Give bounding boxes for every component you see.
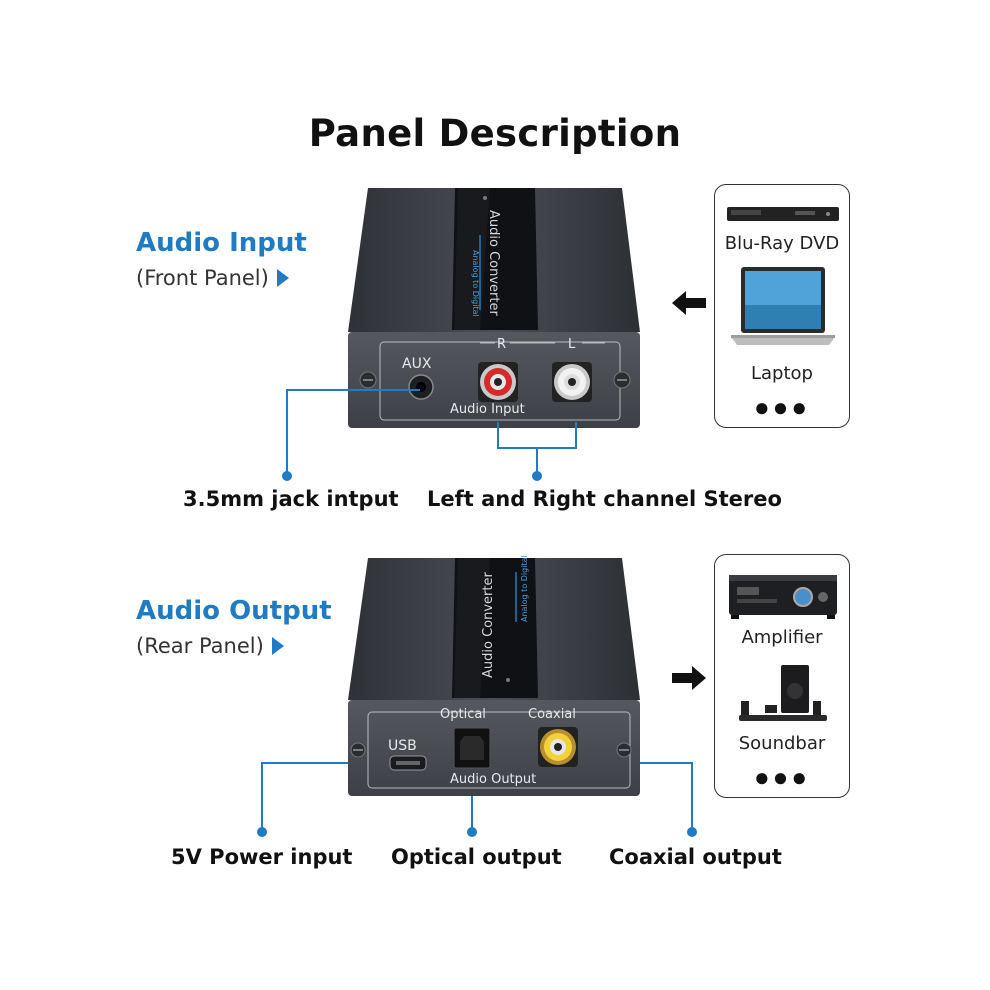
laptop-icon bbox=[731, 267, 835, 345]
amplifier-icon bbox=[729, 575, 837, 619]
source-item-bluray: Blu-Ray DVD bbox=[724, 233, 840, 254]
coaxial-output-callout: Coaxial output bbox=[609, 845, 782, 869]
screw-right-icon bbox=[616, 742, 632, 758]
more-sources-icon: ●●● bbox=[753, 392, 811, 422]
target-item-amplifier: Amplifier bbox=[741, 627, 823, 648]
device-subname-label: Analog to Digital bbox=[471, 250, 480, 317]
soundbar-icon bbox=[739, 665, 827, 721]
optical-port-label: Optical bbox=[440, 707, 486, 722]
rca-white-jack-icon bbox=[552, 362, 592, 402]
jack-input-callout: 3.5mm jack intput bbox=[183, 487, 399, 511]
input-section-title: Audio Input bbox=[136, 228, 307, 258]
output-section-title: Audio Output bbox=[136, 596, 332, 626]
usb-port-label: USB bbox=[388, 738, 417, 754]
more-targets-icon: ●●● bbox=[753, 762, 811, 792]
device-subname-label: Analog to Digital bbox=[520, 555, 529, 622]
right-channel-label: R bbox=[497, 337, 506, 352]
device-name-label: Audio Converter bbox=[486, 210, 501, 316]
source-item-laptop: Laptop bbox=[751, 363, 813, 384]
device-name-label: Audio Converter bbox=[481, 572, 496, 678]
output-section-subtitle-row: (Rear Panel) bbox=[136, 634, 284, 658]
screw-left-icon bbox=[350, 742, 366, 758]
aux-port-label: AUX bbox=[402, 356, 432, 372]
power-input-callout: 5V Power input bbox=[171, 845, 353, 869]
page-title: Panel Description bbox=[308, 112, 682, 155]
front-panel-device: Audio Converter Analog to Digital AUX R … bbox=[348, 188, 640, 428]
bluray-player-icon bbox=[727, 207, 839, 221]
panel-caption: Audio Output bbox=[450, 772, 536, 787]
screw-left-icon bbox=[359, 371, 377, 389]
target-devices-card: Amplifier Soundbar ●●● bbox=[714, 554, 850, 798]
left-channel-label: L bbox=[568, 337, 576, 352]
optical-port-icon bbox=[453, 727, 491, 769]
input-section-subtitle-row: (Front Panel) bbox=[136, 266, 289, 290]
coaxial-port-label: Coaxial bbox=[528, 707, 576, 722]
usb-port-icon bbox=[389, 755, 427, 771]
optical-output-callout: Optical output bbox=[391, 845, 562, 869]
source-devices-card: Blu-Ray DVD Laptop ●●● bbox=[714, 184, 850, 428]
rear-panel-device: Audio Converter Analog to Digital USB Op… bbox=[348, 555, 640, 796]
play-triangle-icon bbox=[271, 637, 284, 655]
screw-right-icon bbox=[613, 371, 631, 389]
input-arrow-left-icon bbox=[672, 291, 706, 321]
coaxial-jack-icon bbox=[538, 727, 578, 767]
output-section-subtitle: (Rear Panel) bbox=[136, 634, 264, 658]
panel-caption: Audio Input bbox=[450, 402, 525, 417]
play-triangle-icon bbox=[276, 269, 289, 287]
stereo-callout: Left and Right channel Stereo bbox=[427, 487, 782, 511]
rca-red-jack-icon bbox=[478, 362, 518, 402]
output-arrow-right-icon bbox=[672, 666, 706, 696]
input-section-subtitle: (Front Panel) bbox=[136, 266, 269, 290]
target-item-soundbar: Soundbar bbox=[738, 733, 826, 754]
